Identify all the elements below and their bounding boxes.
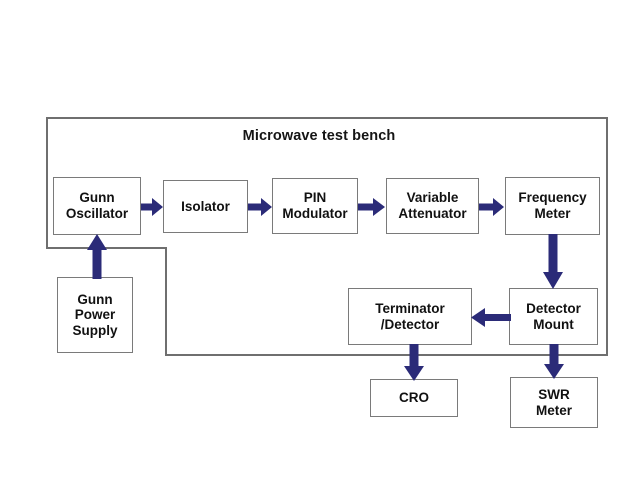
block-isolator[interactable]: Isolator: [163, 180, 248, 233]
arrow-gunn-oscillator-to-isolator: [141, 197, 164, 217]
bench-frame-top: [46, 117, 608, 119]
bench-frame-notch-top: [46, 247, 167, 249]
block-gunn-oscillator-label: Gunn Oscillator: [65, 190, 129, 221]
arrow-detector-mount-to-terminator-detector: [470, 307, 511, 328]
block-variable-attenuator[interactable]: Variable Attenuator: [386, 178, 479, 234]
block-gunn-power-supply[interactable]: Gunn Power Supply: [57, 277, 133, 353]
block-terminator-detector-label: Terminator /Detector: [375, 300, 445, 332]
block-pin-modulator-label: PIN Modulator: [282, 190, 348, 221]
arrow-pin-modulator-to-variable-attenuator: [358, 197, 386, 217]
bench-frame-bottom: [165, 354, 608, 356]
block-cro-label: CRO: [399, 390, 429, 406]
block-swr-meter[interactable]: SWR Meter: [510, 377, 598, 428]
block-isolator-label: Isolator: [181, 198, 230, 214]
block-variable-attenuator-label: Variable Attenuator: [398, 190, 467, 221]
block-swr-meter-label: SWR Meter: [535, 386, 572, 418]
arrow-detector-mount-to-swr-meter: [543, 344, 565, 380]
arrow-terminator-detector-to-cro: [403, 344, 425, 382]
arrow-variable-attenuator-to-frequency-meter: [479, 197, 505, 217]
block-gunn-power-supply-label: Gunn Power Supply: [72, 291, 118, 338]
block-frequency-meter-label: Frequency Meter: [518, 190, 587, 221]
arrow-gunn-power-supply-to-gunn-oscillator: [86, 234, 108, 279]
arrow-isolator-to-pin-modulator: [248, 197, 273, 217]
block-pin-modulator[interactable]: PIN Modulator: [272, 178, 358, 234]
bench-title: Microwave test bench: [242, 128, 396, 144]
block-gunn-oscillator[interactable]: Gunn Oscillator: [53, 177, 141, 235]
block-cro[interactable]: CRO: [370, 379, 458, 417]
bench-frame-notch-left: [165, 247, 167, 356]
block-terminator-detector[interactable]: Terminator /Detector: [348, 288, 472, 345]
arrow-frequency-meter-to-detector-mount: [542, 234, 564, 290]
block-detector-mount-label: Detector Mount: [526, 300, 581, 332]
block-frequency-meter[interactable]: Frequency Meter: [505, 177, 600, 235]
block-detector-mount[interactable]: Detector Mount: [509, 288, 598, 345]
bench-frame-left: [46, 117, 48, 249]
bench-frame-right: [606, 117, 608, 356]
